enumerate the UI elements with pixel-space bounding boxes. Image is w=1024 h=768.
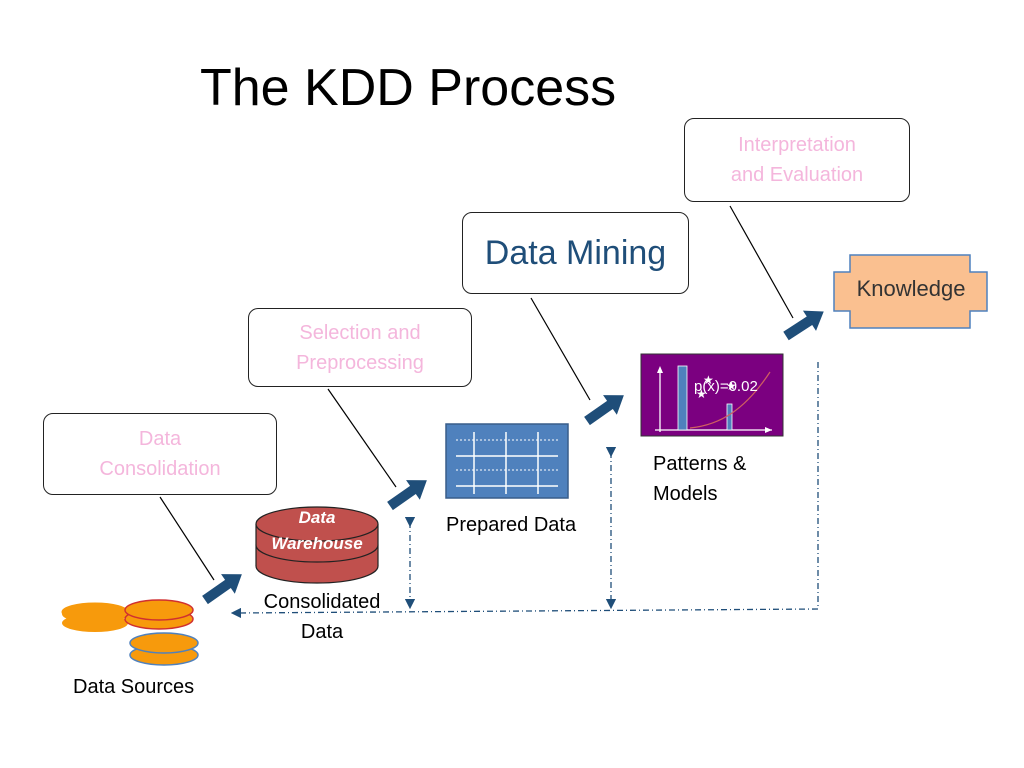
svg-text:★: ★ (703, 373, 714, 387)
step-label-line: Interpretation (738, 134, 856, 156)
step-label-line: Selection and (299, 321, 421, 344)
svg-text:★: ★ (726, 379, 737, 393)
step-interpretation-evaluation: Interpretation and Evaluation (684, 118, 910, 202)
pattern-value-label: p(x)=0.02 (694, 378, 758, 395)
arrow-to-prepared (387, 480, 427, 511)
prepared-data-icon (445, 423, 569, 499)
data-sources-icon (61, 599, 199, 666)
step-data-consolidation: Data Consolidation (43, 413, 277, 495)
knowledge-icon (833, 254, 988, 329)
knowledge-label: Knowledge (856, 276, 966, 301)
consolidated-data-caption: Consolidated Data (253, 587, 391, 647)
data-sources-caption: Data Sources (73, 676, 195, 698)
caption-line: Patterns & (653, 453, 747, 475)
step-label-line: Preprocessing (296, 351, 424, 374)
connector-consolidation (159, 496, 215, 581)
data-warehouse-icon (255, 506, 379, 584)
arrow-to-warehouse (202, 574, 242, 605)
page-title: The KDD Process (200, 59, 617, 117)
caption-line: Data (300, 621, 344, 643)
caption-line: Consolidated (263, 591, 381, 613)
step-label-line: Data (138, 428, 182, 450)
prepared-data-caption: Prepared Data (446, 514, 577, 536)
connector-selection (327, 388, 397, 488)
patterns-models-caption: Patterns & Models (653, 449, 746, 509)
step-label-line: and Evaluation (730, 164, 864, 186)
step-data-mining: Data Mining (462, 212, 689, 294)
patterns-models-icon: ★ ★ ★ (640, 353, 784, 437)
caption-line: Models (653, 483, 718, 505)
arrow-to-patterns (584, 395, 624, 426)
warehouse-line: Warehouse (271, 534, 363, 553)
feedback-loop (230, 362, 819, 619)
connector-interpretation (729, 205, 794, 319)
warehouse-line: Data (298, 508, 336, 527)
connector-mining (530, 297, 591, 401)
step-label-line: Consolidation (99, 458, 221, 480)
arrow-to-knowledge (783, 310, 824, 341)
svg-text:★: ★ (696, 387, 707, 401)
step-label-line: Data Mining (484, 234, 667, 272)
data-warehouse-label: Data Warehouse (258, 505, 376, 557)
step-selection-preprocessing: Selection and Preprocessing (248, 308, 472, 387)
